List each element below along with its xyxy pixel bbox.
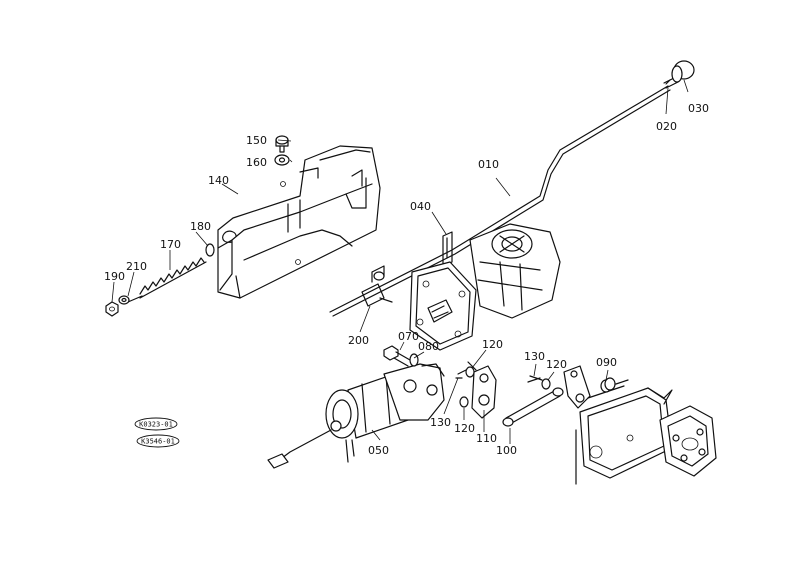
leader-lines	[111, 79, 689, 444]
label-090: 090	[596, 356, 617, 369]
governor-flange	[659, 405, 717, 477]
label-010: 010	[478, 158, 499, 171]
label-180: 180	[190, 220, 211, 233]
label-190: 190	[104, 270, 125, 283]
knob-030	[665, 60, 695, 85]
lever-110	[467, 361, 497, 419]
pump-flange	[409, 261, 477, 351]
pump-body	[469, 223, 561, 319]
label-170: 170	[160, 238, 181, 251]
label-210: 210	[126, 260, 147, 273]
washer-120-c	[541, 378, 551, 390]
clip-040	[442, 231, 453, 267]
nut-190	[105, 301, 119, 317]
label-040: 040	[410, 200, 431, 213]
collar-180	[205, 243, 215, 257]
link-rod-100	[502, 387, 564, 427]
label-070: 070	[398, 330, 419, 343]
screw-150	[275, 135, 289, 153]
washer-120-b	[459, 396, 469, 408]
label-020: 020	[656, 120, 677, 133]
label-200: 200	[348, 334, 369, 347]
cover-plate-140	[217, 145, 381, 299]
solenoid-050	[267, 363, 445, 469]
stamp-2-text: K3546-01	[141, 438, 175, 446]
label-080: 080	[418, 340, 439, 353]
spring-090	[600, 377, 629, 393]
label-030: 030	[688, 102, 709, 115]
label-130-a: 130	[430, 416, 451, 429]
stamp-2: K3546-01	[136, 434, 180, 448]
washer-120-a	[465, 366, 475, 378]
label-120-a: 120	[482, 338, 503, 351]
label-120-c: 120	[546, 358, 567, 371]
spring-170	[127, 257, 207, 303]
pin-130-a	[455, 369, 467, 379]
bolt-070	[383, 345, 411, 367]
stamp-1-text: K0323-01	[139, 421, 173, 429]
label-130-b: 130	[524, 350, 545, 363]
pin-130-b	[527, 375, 543, 383]
label-100: 100	[496, 444, 517, 457]
label-150: 150	[246, 134, 267, 147]
label-110: 110	[476, 432, 497, 445]
washer-080	[409, 353, 419, 367]
stamp-1: K0323-01	[134, 417, 178, 431]
washer-160	[274, 154, 290, 166]
label-050: 050	[368, 444, 389, 457]
bracket-200	[361, 265, 393, 307]
label-140: 140	[208, 174, 229, 187]
washer-210	[118, 295, 130, 305]
governor-cover	[575, 387, 673, 485]
label-160: 160	[246, 156, 267, 169]
label-120-b: 120	[454, 422, 475, 435]
